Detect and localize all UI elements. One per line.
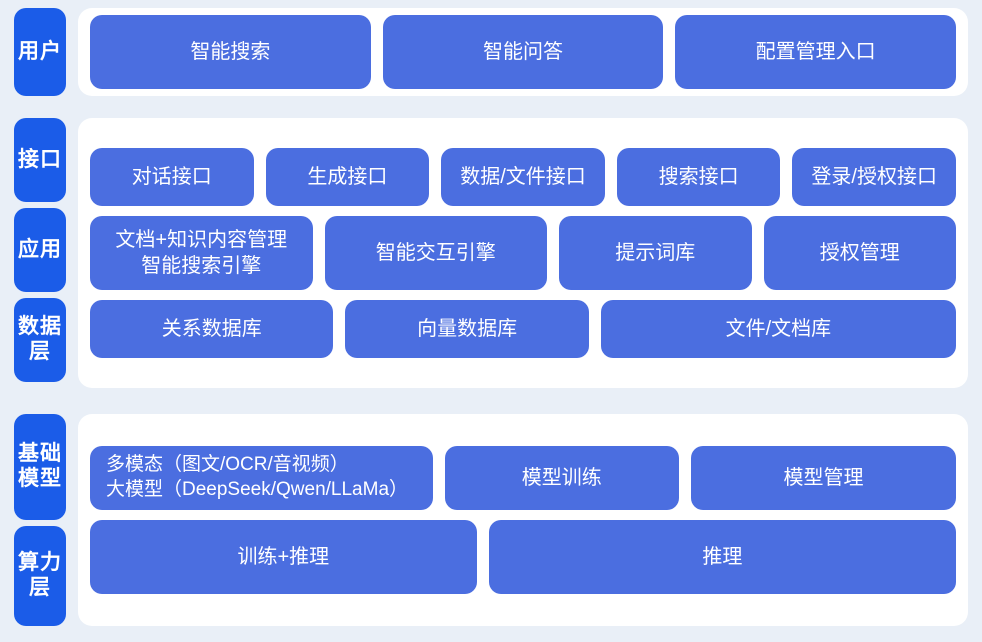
- box-file-document-store[interactable]: 文件/文档库: [600, 300, 956, 358]
- box-inference[interactable]: 推理: [488, 520, 956, 594]
- section-platform: 接口 应用 数据层 对话接口 生成接口 数据/文件接口 搜索接口 登录/授权接口…: [0, 118, 982, 396]
- row-application: 文档+知识内容管理 智能搜索引擎 智能交互引擎 提示词库 授权管理: [90, 216, 956, 290]
- layer-tab-foundation-model[interactable]: 基础模型: [14, 414, 66, 520]
- box-training-inference[interactable]: 训练+推理: [90, 520, 477, 594]
- row-compute-power: 训练+推理 推理: [90, 520, 956, 594]
- panel-base: 多模态（图文/OCR/音视频） 大模型（DeepSeek/Qwen/LLaMa）…: [78, 414, 968, 626]
- panel-platform: 对话接口 生成接口 数据/文件接口 搜索接口 登录/授权接口 文档+知识内容管理…: [78, 118, 968, 388]
- row-interface: 对话接口 生成接口 数据/文件接口 搜索接口 登录/授权接口: [90, 148, 956, 206]
- box-dialog-api[interactable]: 对话接口: [90, 148, 254, 206]
- box-vector-database[interactable]: 向量数据库: [345, 300, 589, 358]
- row-data-layer: 关系数据库 向量数据库 文件/文档库: [90, 300, 956, 358]
- box-doc-knowledge-management[interactable]: 文档+知识内容管理 智能搜索引擎: [90, 216, 313, 290]
- box-smart-qa[interactable]: 智能问答: [382, 15, 664, 89]
- box-config-management-entry[interactable]: 配置管理入口: [675, 15, 957, 89]
- box-search-api[interactable]: 搜索接口: [616, 148, 781, 206]
- box-smart-search[interactable]: 智能搜索: [90, 15, 371, 89]
- box-multimodal-large-model[interactable]: 多模态（图文/OCR/音视频） 大模型（DeepSeek/Qwen/LLaMa）: [90, 446, 433, 510]
- row-user-entries: 智能搜索 智能问答 配置管理入口: [90, 15, 957, 89]
- panel-user: 智能搜索 智能问答 配置管理入口: [78, 8, 968, 96]
- tab-column-user: 用户: [0, 8, 78, 104]
- box-model-management[interactable]: 模型管理: [690, 446, 956, 510]
- layer-tab-application[interactable]: 应用: [14, 208, 66, 292]
- section-base: 基础模型 算力层 多模态（图文/OCR/音视频） 大模型（DeepSeek/Qw…: [0, 414, 982, 634]
- box-prompt-library[interactable]: 提示词库: [559, 216, 752, 290]
- box-model-training[interactable]: 模型训练: [444, 446, 679, 510]
- tab-column-platform: 接口 应用 数据层: [0, 118, 78, 396]
- layer-tab-compute-power[interactable]: 算力层: [14, 526, 66, 626]
- section-user: 用户 智能搜索 智能问答 配置管理入口: [0, 8, 982, 104]
- tab-column-base: 基础模型 算力层: [0, 414, 78, 634]
- box-login-auth-api[interactable]: 登录/授权接口: [792, 148, 956, 206]
- box-authorization-management[interactable]: 授权管理: [763, 216, 956, 290]
- box-relational-database[interactable]: 关系数据库: [90, 300, 334, 358]
- layer-tab-data[interactable]: 数据层: [14, 298, 66, 382]
- box-data-file-api[interactable]: 数据/文件接口: [441, 148, 605, 206]
- box-generation-api[interactable]: 生成接口: [265, 148, 430, 206]
- row-foundation-model: 多模态（图文/OCR/音视频） 大模型（DeepSeek/Qwen/LLaMa）…: [90, 446, 956, 510]
- layer-tab-user[interactable]: 用户: [14, 8, 66, 96]
- layer-tab-interface[interactable]: 接口: [14, 118, 66, 202]
- box-smart-interaction-engine[interactable]: 智能交互引擎: [324, 216, 547, 290]
